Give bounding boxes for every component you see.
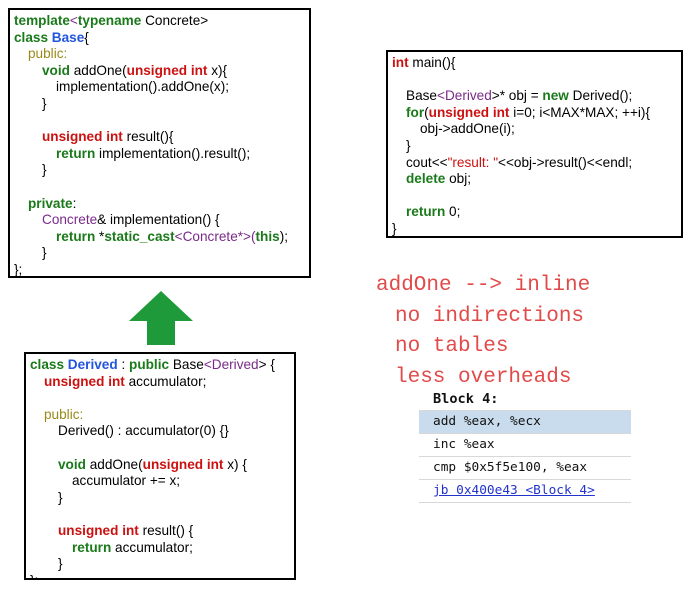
code-line: unsigned int result(){ [42,129,174,145]
code-line: Base<Derived>* obj = new Derived(); [406,88,633,104]
code-line: template<typename Concrete> [14,13,209,28]
code-line: delete obj; [406,171,471,187]
asm-instruction[interactable]: add %eax, %ecx [419,411,631,434]
note-less-overheads: less overheads [395,365,572,389]
code-line: Derived() : accumulator(0) {} [58,423,229,439]
code-line-blank [14,179,305,196]
asm-jump-row: jb 0x400e43 <Block 4> [419,480,631,503]
asm-instruction[interactable]: cmp $0x5f5e100, %eax [419,457,631,480]
code-line-blank [30,506,290,523]
code-line-blank [14,113,305,130]
code-line: return implementation().result(); [56,145,251,161]
code-line: void addOne(unsigned int x){ [42,62,228,78]
code-line: class Base{ [14,29,89,45]
up-arrow-icon [129,291,193,345]
code-line: int main(){ [392,55,456,70]
code-line-blank [30,440,290,457]
code-line: unsigned int result() { [58,522,194,538]
code-line: accumulator += x; [72,473,181,489]
main-function-code-box: int main(){ Base<Derived>* obj = new Der… [386,50,683,238]
code-line: void addOne(unsigned int x) { [58,456,247,472]
code-line: class Derived : public Base<Derived> { [30,357,275,372]
code-line: public: [44,406,84,422]
assembly-block: Block 4: add %eax, %ecx inc %eax cmp $0x… [419,388,631,503]
code-line: for(unsigned int i=0; i<MAX*MAX; ++i){ [406,104,650,120]
code-line: } [42,245,47,261]
code-line: return accumulator; [72,539,193,555]
note-inline: addOne --> inline [376,274,591,297]
code-line: } [392,220,397,236]
asm-instruction[interactable]: inc %eax [419,434,631,457]
arrow-shape [129,291,193,345]
note-no-indirections: no indirections [395,304,585,328]
code-line-blank [392,72,677,89]
code-line: cout<<"result: "<<obj->result()<<endl; [406,154,633,170]
code-line: obj->addOne(i); [420,121,515,137]
code-line: implementation().addOne(x); [56,79,230,95]
code-line: private: [28,195,77,211]
code-line: }; [30,573,290,578]
code-line-blank [392,188,677,205]
code-line: }; [14,261,23,277]
derived-class-code-box: class Derived : public Base<Derived> { u… [24,352,296,580]
note-no-tables: no tables [395,335,509,359]
code-line: return *static_cast<Concrete*>(this); [56,228,289,244]
code-line-blank [30,390,290,407]
code-line: return 0; [406,204,461,220]
code-line: public: [28,46,68,62]
code-line: } [58,489,63,505]
code-line: } [42,95,47,111]
optimization-notes: addOne --> inline no indirections no tab… [376,271,590,393]
code-line: } [406,137,411,153]
asm-block-title: Block 4: [419,388,631,411]
asm-jump-link[interactable]: jb 0x400e43 <Block 4> [433,483,595,498]
code-line: unsigned int accumulator; [44,373,207,389]
base-class-code-box: template<typename Concrete> class Base{ … [8,8,311,278]
code-line: Concrete& implementation() { [42,212,220,228]
code-line: } [58,556,63,572]
code-line: } [42,162,47,178]
